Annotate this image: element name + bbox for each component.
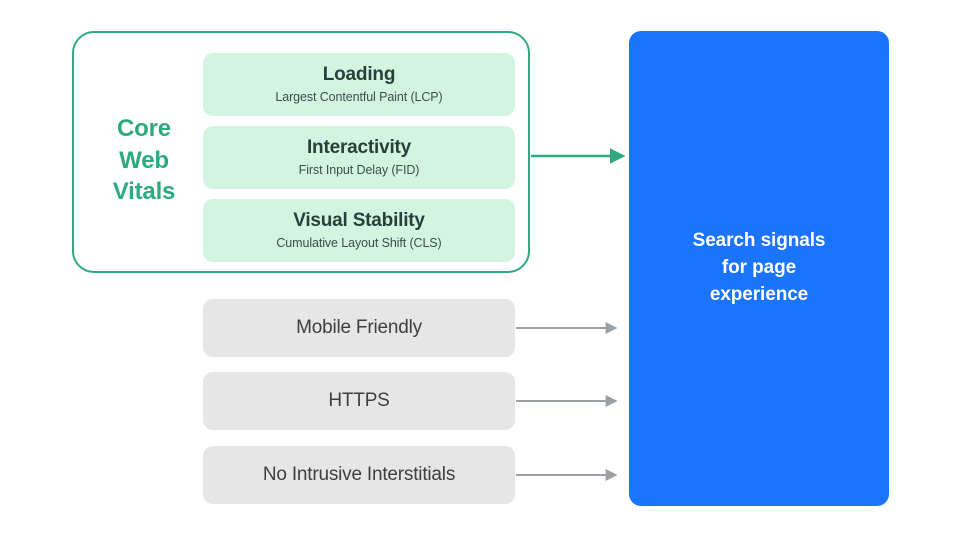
signal-box-https: HTTPS bbox=[203, 372, 515, 430]
vital-title: Interactivity bbox=[306, 136, 412, 158]
core-web-vitals-label: Core Web Vitals bbox=[112, 115, 176, 206]
signal-label: HTTPS bbox=[328, 390, 390, 411]
vital-title: Loading bbox=[322, 63, 396, 85]
signal-box-no-intrusive-interstitials: No Intrusive Interstitials bbox=[203, 446, 515, 504]
vital-subtitle: Largest Contentful Paint (LCP) bbox=[275, 89, 443, 104]
core-web-vitals-group bbox=[72, 31, 530, 273]
vital-card-loading: Loading Largest Contentful Paint (LCP) bbox=[203, 53, 515, 116]
vital-subtitle: Cumulative Layout Shift (CLS) bbox=[276, 235, 442, 250]
signal-box-mobile-friendly: Mobile Friendly bbox=[203, 299, 515, 357]
search-signals-label: Search signals for page experience bbox=[692, 230, 826, 305]
vital-card-visual-stability: Visual Stability Cumulative Layout Shift… bbox=[203, 199, 515, 262]
vital-title: Visual Stability bbox=[293, 209, 425, 231]
vital-card-interactivity: Interactivity First Input Delay (FID) bbox=[203, 126, 515, 189]
vital-subtitle: First Input Delay (FID) bbox=[298, 162, 420, 177]
search-signals-box: Search signals for page experience bbox=[629, 31, 889, 506]
signal-label: No Intrusive Interstitials bbox=[262, 464, 456, 485]
signal-label: Mobile Friendly bbox=[296, 317, 422, 338]
